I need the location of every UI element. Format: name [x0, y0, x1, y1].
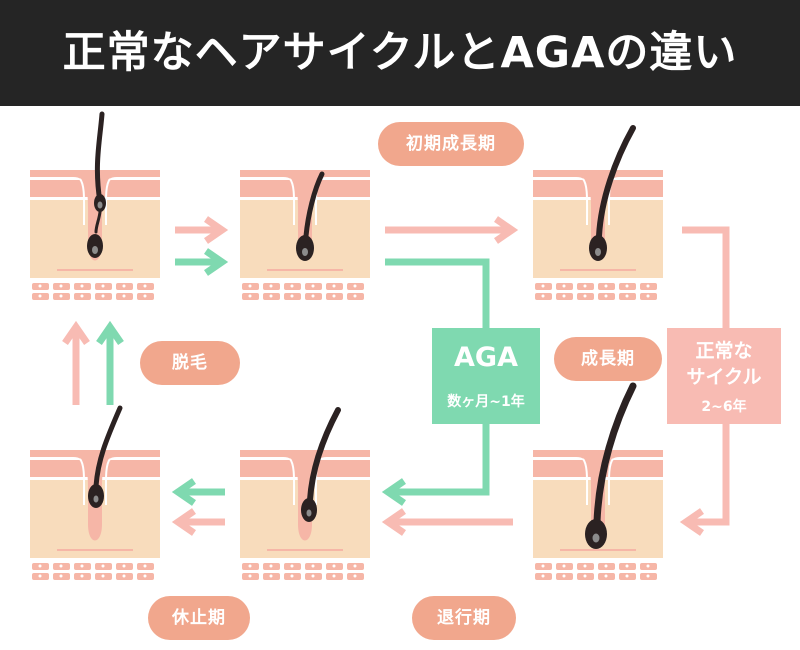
label-resting: 休止期 [148, 596, 250, 640]
arrow-aga-up [96, 320, 124, 405]
normal-cycle-box: 正常な サイクル 2~6年 [667, 328, 781, 424]
aga-duration: 数ヶ月~1年 [447, 394, 525, 410]
arrow-aga-top-left [175, 248, 229, 276]
hair-stage-mature [532, 382, 664, 581]
arrow-normal-bottom-left [171, 508, 225, 536]
hair-stage-new-growth [29, 111, 161, 301]
page-title: 正常なヘアサイクルとAGAの違い [62, 28, 738, 78]
label-regression: 退行期 [412, 596, 516, 640]
hair-stage-resting [29, 405, 161, 581]
hair-stage-early-growth [239, 169, 371, 301]
hair-stage-regression [239, 407, 371, 581]
title-banner: 正常なヘアサイクルとAGAの違い [0, 0, 800, 106]
arrow-normal-top-middle [385, 216, 519, 244]
aga-title: AGA [454, 342, 518, 373]
normal-cycle-duration: 2~6年 [701, 399, 747, 415]
arrow-aga-bottom-left [171, 478, 225, 506]
label-shedding: 脱毛 [140, 341, 240, 385]
label-growth: 成長期 [554, 337, 662, 381]
hair-stage-growth [532, 125, 664, 301]
label-early-growth: 初期成長期 [378, 122, 524, 166]
arrow-normal-top-left [175, 216, 229, 244]
aga-cycle-box: AGA 数ヶ月~1年 [432, 328, 540, 424]
arrow-normal-bottom-middle [381, 508, 513, 536]
normal-cycle-title-line1: 正常な [695, 340, 753, 362]
arrow-normal-up [62, 320, 90, 405]
normal-cycle-title-line2: サイクル [686, 366, 762, 388]
